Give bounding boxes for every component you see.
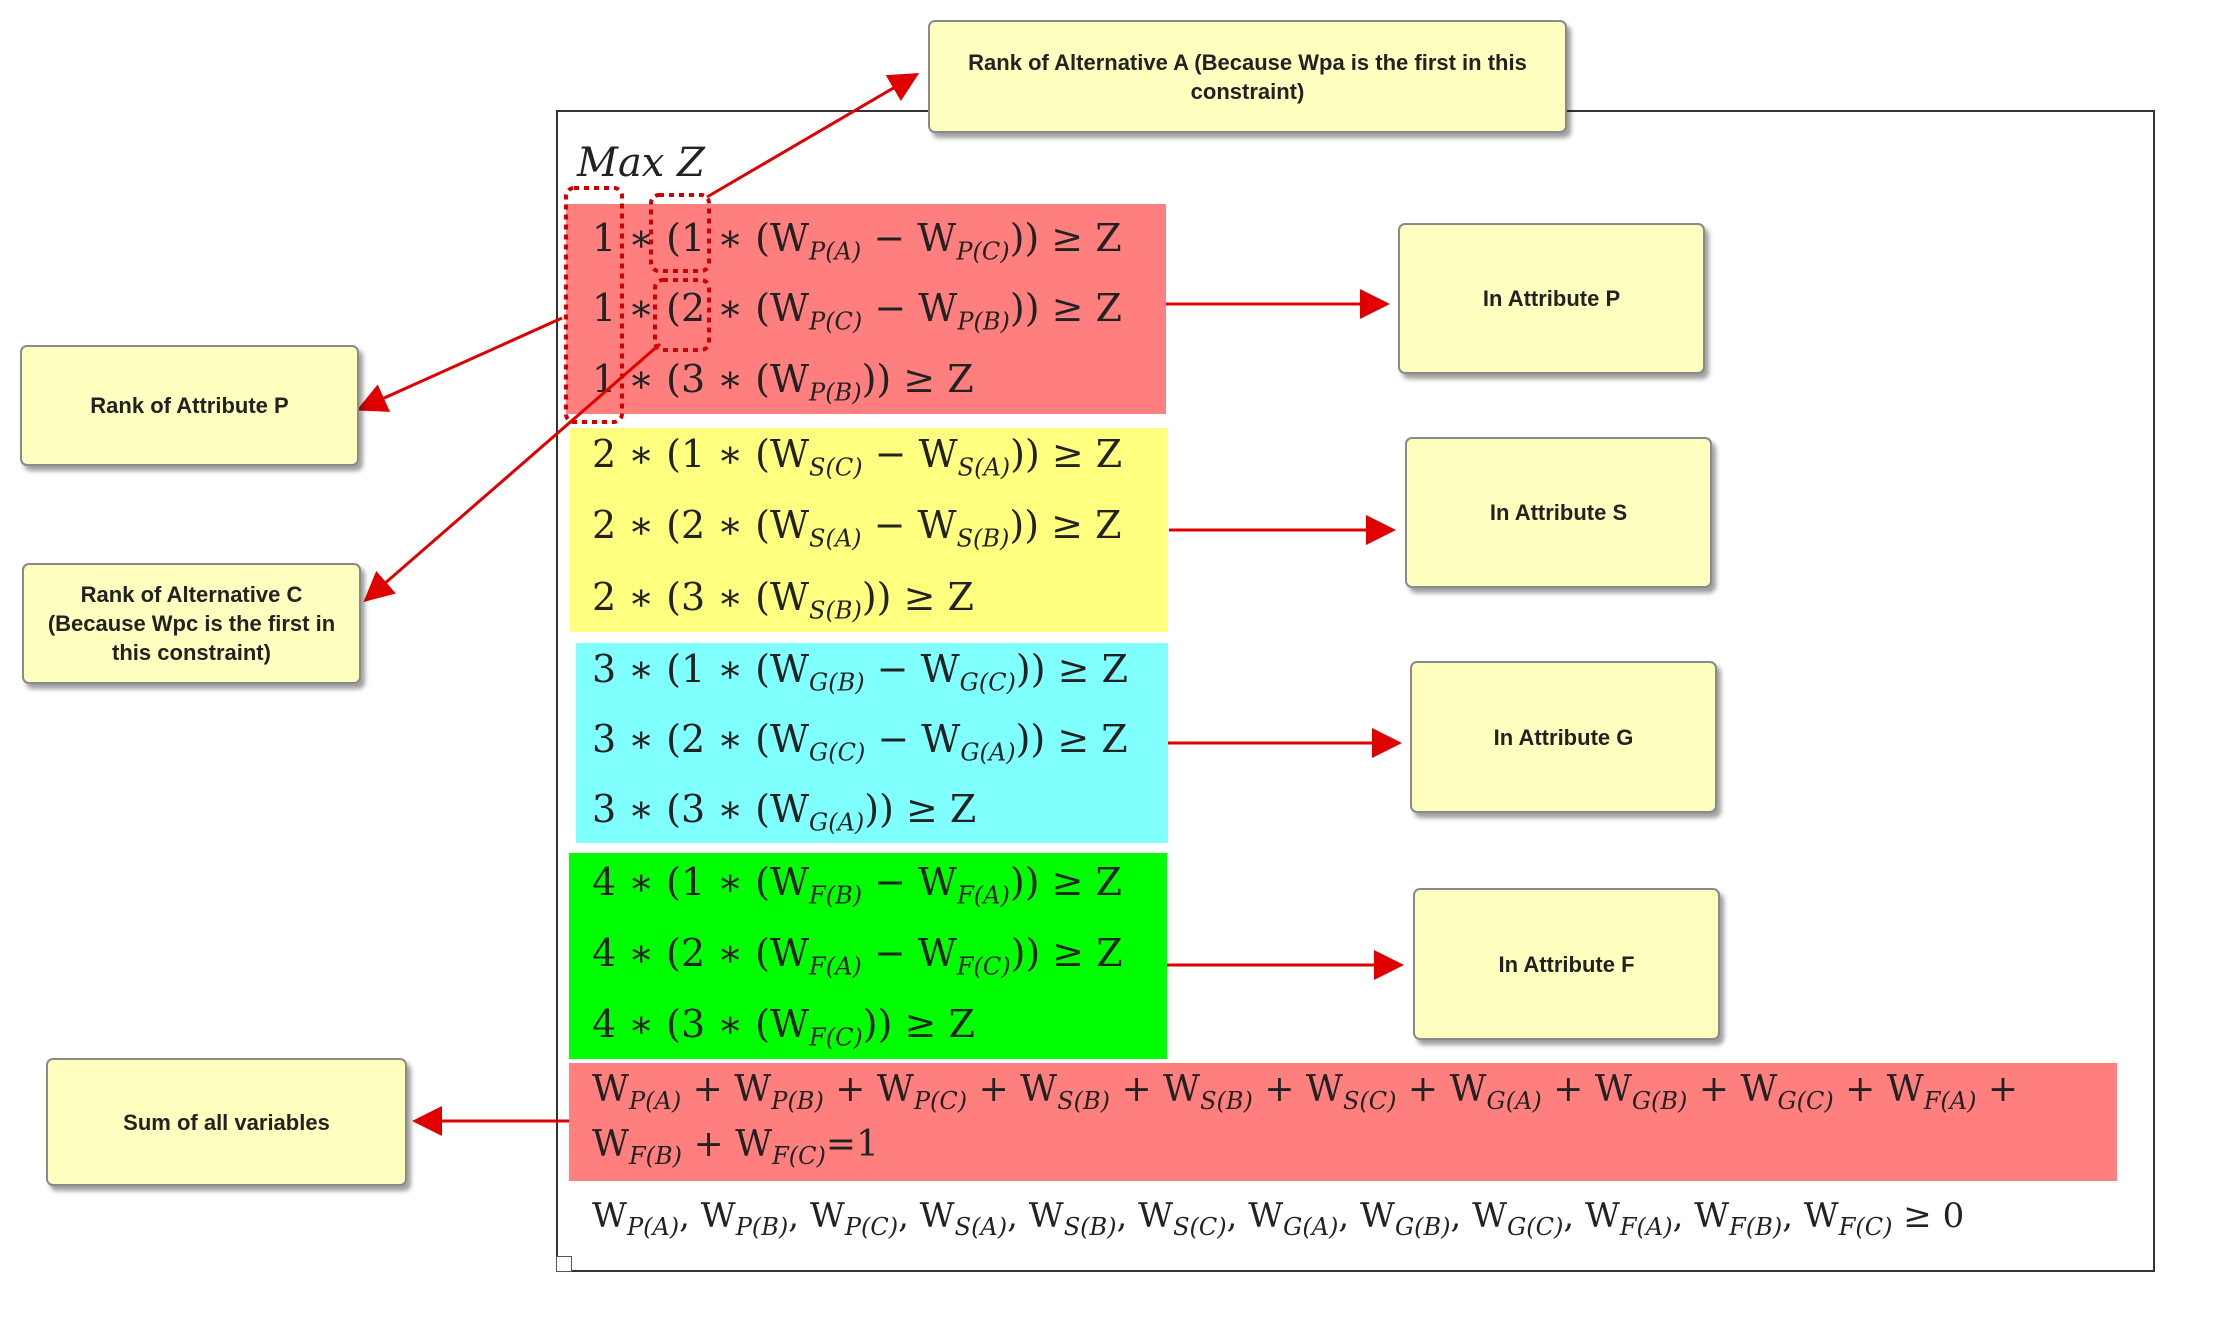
band-attribute-g — [576, 643, 1168, 843]
constraint-g-3: 3 ∗ (3 ∗ (WG(A))) ≥ Z — [592, 787, 977, 837]
sum-constraint-line-1: WP(A) + WP(B) + WP(C) + WS(B) + WS(B) + … — [592, 1069, 2019, 1116]
band-sum-constraint — [569, 1063, 2117, 1181]
constraint-f-3: 4 ∗ (3 ∗ (WF(C))) ≥ Z — [592, 1002, 975, 1052]
constraint-g-1: 3 ∗ (1 ∗ (WG(B) − WG(C))) ≥ Z — [592, 647, 1128, 697]
frame-resize-handle[interactable] — [556, 1256, 572, 1272]
constraint-s-2: 2 ∗ (2 ∗ (WS(A) − WS(B))) ≥ Z — [592, 503, 1122, 553]
nonnegativity-constraint: WP(A), WP(B), WP(C), WS(A), WS(B), WS(C)… — [592, 1196, 1965, 1241]
rank-alt-a-highlight-box — [649, 193, 711, 273]
callout-rank-attribute-p: Rank of Attribute P — [20, 345, 359, 466]
band-attribute-f — [569, 853, 1167, 1059]
constraint-g-2: 3 ∗ (2 ∗ (WG(C) − WG(A))) ≥ Z — [592, 717, 1128, 767]
constraint-s-3: 2 ∗ (3 ∗ (WS(B))) ≥ Z — [592, 575, 974, 625]
arrow-rank-attr-p — [356, 316, 563, 412]
constraint-p-2: 1 ∗ (2 ∗ (WP(C) − WP(B))) ≥ Z — [592, 286, 1122, 336]
callout-sum-all-variables: Sum of all variables — [46, 1058, 407, 1186]
callout-in-attribute-p: In Attribute P — [1398, 223, 1705, 374]
constraint-p-1: 1 ∗ (1 ∗ (WP(A) − WP(C))) ≥ Z — [592, 216, 1122, 266]
rank-alt-c-highlight-box — [653, 278, 711, 352]
arrow-rank-alt-a — [706, 72, 920, 199]
callout-in-attribute-f: In Attribute F — [1413, 888, 1720, 1040]
callout-in-attribute-s: In Attribute S — [1405, 437, 1712, 588]
constraint-s-1: 2 ∗ (1 ∗ (WS(C) − WS(A))) ≥ Z — [592, 432, 1123, 482]
constraint-p-3: 1 ∗ (3 ∗ (WP(B))) ≥ Z — [592, 357, 974, 407]
band-attribute-s — [570, 428, 1168, 632]
callout-rank-alternative-c: Rank of Alternative C (Because Wpc is th… — [22, 563, 361, 684]
constraint-f-2: 4 ∗ (2 ∗ (WF(A) − WF(C))) ≥ Z — [592, 931, 1123, 981]
sum-constraint-line-2: WF(B) + WF(C)=1 — [592, 1124, 879, 1171]
objective-title: Max Z — [577, 140, 705, 186]
rank-attribute-highlight-box — [564, 186, 624, 424]
band-attribute-p — [566, 204, 1166, 414]
callout-rank-alternative-a: Rank of Alternative A (Because Wpa is th… — [928, 20, 1567, 133]
arrow-rank-alt-c — [363, 342, 661, 602]
constraint-f-1: 4 ∗ (1 ∗ (WF(B) − WF(A))) ≥ Z — [592, 860, 1122, 910]
callout-in-attribute-g: In Attribute G — [1410, 661, 1717, 813]
